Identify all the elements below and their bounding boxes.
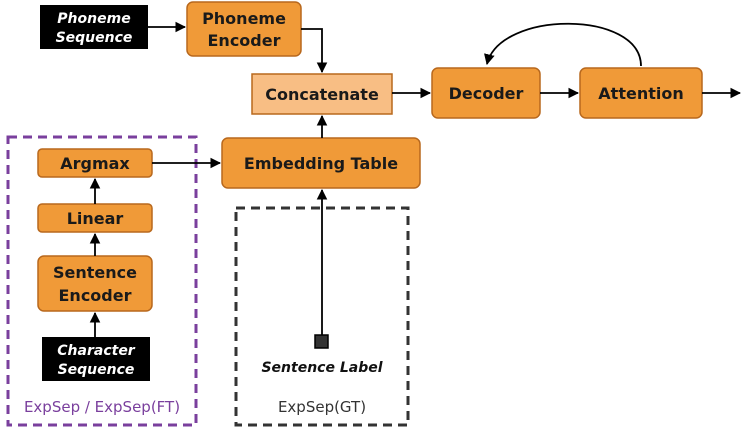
sentence-encoder-line2: Encoder [59, 286, 132, 305]
expsep-group-label: ExpSep / ExpSep(FT) [24, 398, 180, 416]
phoneme-sequence-line1: Phoneme [57, 11, 130, 27]
phoneme-sequence-line2: Sequence [56, 30, 133, 46]
concatenate-node: Concatenate [251, 73, 393, 115]
embedding-table-node: Embedding Table [221, 137, 421, 189]
argmax-node: Argmax [37, 148, 153, 178]
linear-node: Linear [37, 203, 153, 233]
attention-node: Attention [579, 67, 703, 119]
concatenate-label: Concatenate [265, 85, 379, 104]
embedding-table-label: Embedding Table [244, 154, 398, 173]
decoder-node: Decoder [431, 67, 541, 119]
attention-label: Attention [598, 84, 683, 103]
character-sequence-line1: Character [57, 343, 136, 359]
phoneme-encoder-line2: Encoder [208, 31, 281, 50]
phoneme-encoder-node: Phoneme Encoder [186, 1, 302, 57]
arrow-encoder-to-concatenate [301, 28, 328, 74]
expsep-gt-group-label: ExpSep(GT) [278, 398, 366, 416]
phoneme-sequence-node: Phoneme Sequence [40, 5, 148, 49]
sentence-label-marker [314, 334, 329, 349]
phoneme-encoder-line1: Phoneme [202, 9, 286, 28]
sentence-encoder-node: Sentence Encoder [37, 255, 153, 312]
decoder-label: Decoder [449, 84, 524, 103]
argmax-label: Argmax [60, 154, 130, 173]
character-sequence-line2: Sequence [58, 362, 135, 378]
sentence-label-text: Sentence Label [261, 360, 382, 376]
character-sequence-node: Character Sequence [42, 337, 150, 381]
sentence-encoder-line1: Sentence [53, 263, 137, 282]
arrow-attention-feedback [484, 22, 642, 67]
linear-label: Linear [67, 209, 124, 228]
expsep-group-border [6, 135, 198, 427]
